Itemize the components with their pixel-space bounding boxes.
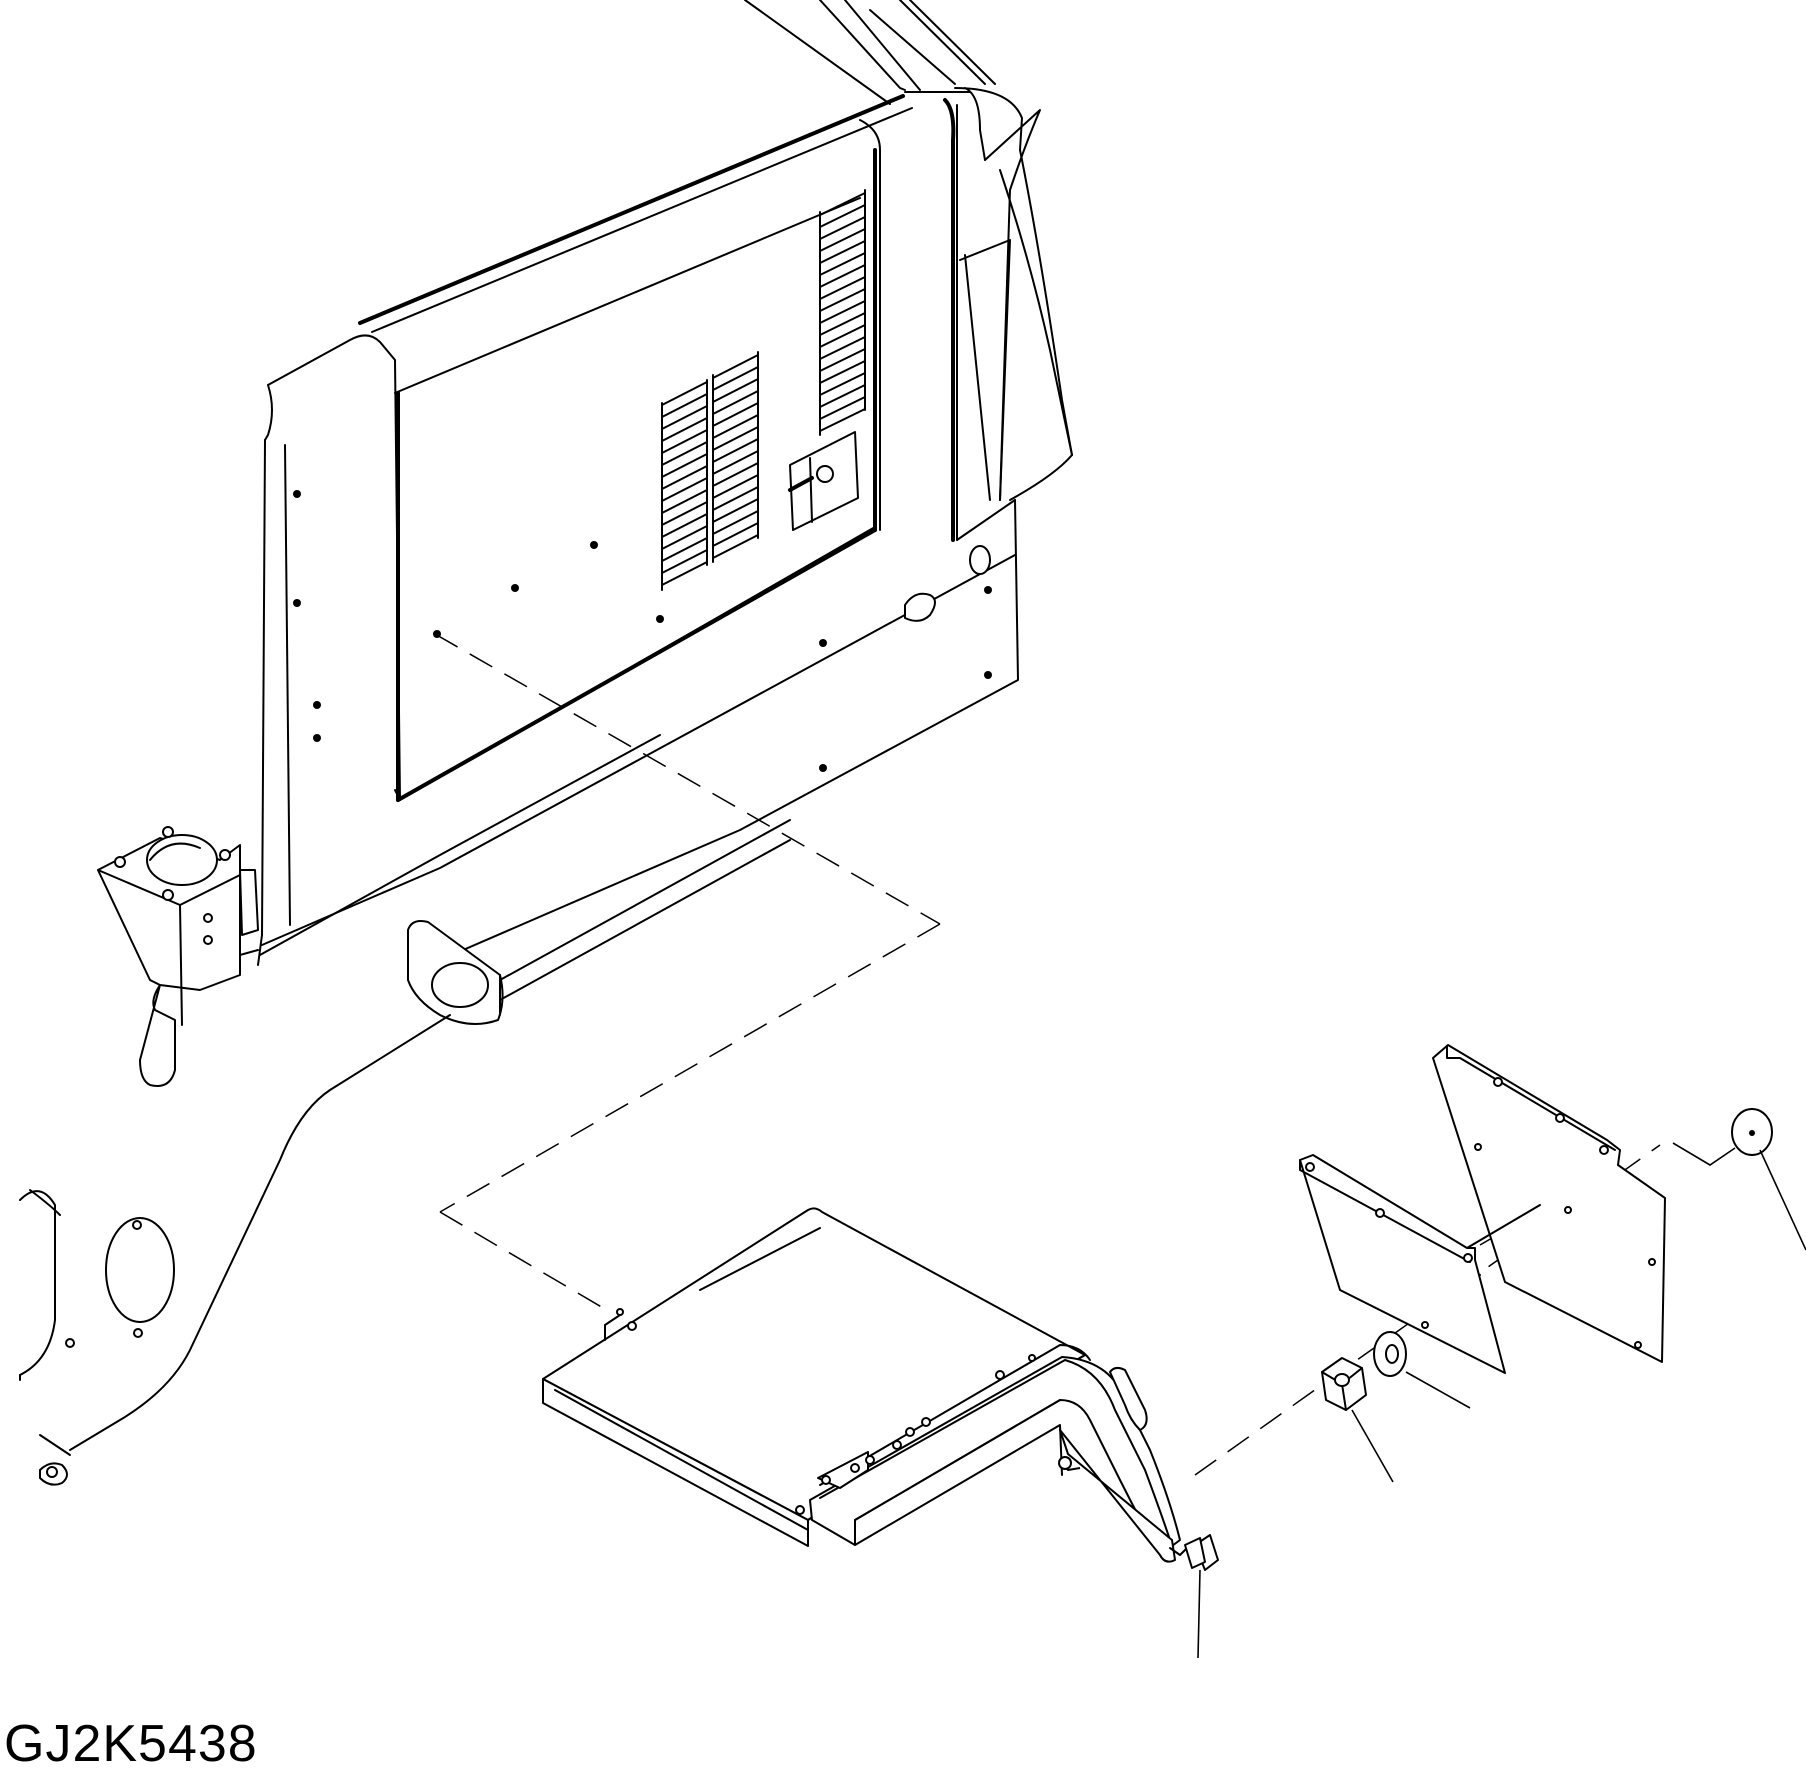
machine-body xyxy=(39,0,1073,1456)
cover-plates xyxy=(1299,1044,1666,1374)
lamp-bracket xyxy=(97,826,259,1087)
hardware xyxy=(1321,1108,1773,1411)
step-tray-assembly xyxy=(542,1207,1219,1571)
door-latch-icon xyxy=(788,431,859,531)
leader-lines xyxy=(1197,1142,1806,1659)
side-panel-partial xyxy=(19,1189,175,1486)
vent-louvers-left xyxy=(661,351,759,591)
flat-washer-icon xyxy=(1373,1331,1407,1377)
figure-code-label: GJ2K5438 xyxy=(4,1715,258,1773)
vent-louvers-right xyxy=(819,189,866,436)
round-washer-icon xyxy=(1731,1108,1773,1156)
hex-nut-icon xyxy=(1321,1357,1367,1411)
tow-hitch xyxy=(407,819,791,1025)
